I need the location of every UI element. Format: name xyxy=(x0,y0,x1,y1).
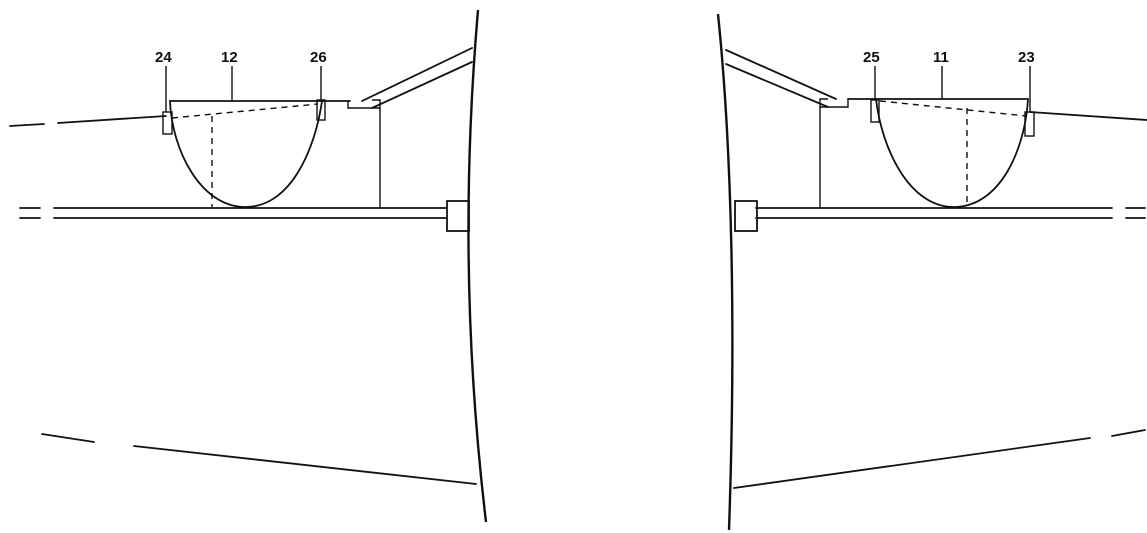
right-lower-line-dash xyxy=(1111,429,1146,437)
left-lower-line-dash xyxy=(41,433,95,443)
right-bowl-dashed-chord xyxy=(879,100,1027,117)
right-strut-upper xyxy=(725,49,837,100)
label-23: 23 xyxy=(1018,49,1035,66)
left-bowl-curve xyxy=(169,100,323,208)
label-25: 25 xyxy=(863,49,880,66)
left-assembly: 24 12 26 xyxy=(9,9,488,523)
right-upper-line xyxy=(1029,111,1147,121)
left-upper-line xyxy=(57,115,167,124)
label-26: 26 xyxy=(310,49,327,66)
right-strut-lower xyxy=(725,63,829,108)
label-12: 12 xyxy=(221,49,238,66)
left-upper-line-dash xyxy=(9,123,45,127)
left-bowl-dashed-chord xyxy=(171,103,319,119)
right-wall-curve xyxy=(716,13,734,531)
right-bowl-curve xyxy=(875,98,1029,208)
right-lower-line xyxy=(733,437,1091,489)
right-assembly: 25 11 23 xyxy=(716,13,1147,531)
label-11: 11 xyxy=(933,49,949,66)
right-rail-block xyxy=(734,200,758,232)
left-strut-upper xyxy=(361,47,473,102)
left-strut-lower xyxy=(371,61,473,109)
label-24: 24 xyxy=(155,49,172,66)
left-rail-block xyxy=(446,200,470,232)
left-lower-line xyxy=(133,445,477,485)
left-wall-curve xyxy=(467,9,488,523)
